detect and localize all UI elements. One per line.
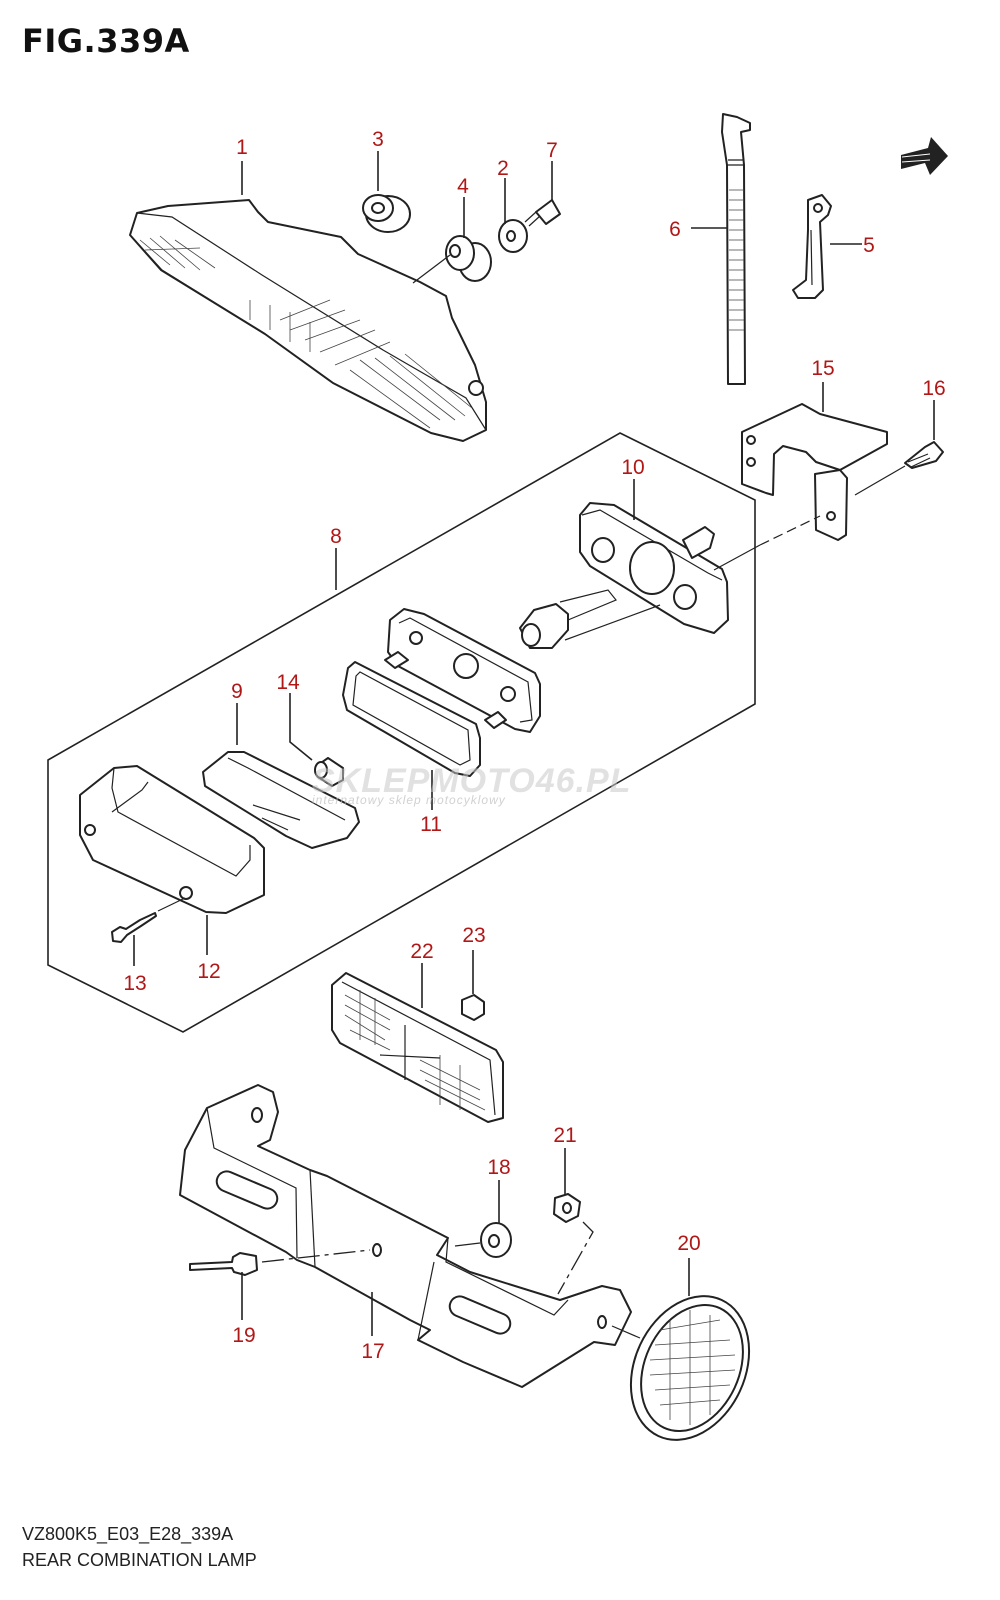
callout-6: 6	[669, 218, 681, 241]
figure-title: FIG.339A	[22, 22, 190, 60]
callout-11: 11	[420, 813, 442, 836]
part-19-rivet	[189, 1249, 371, 1276]
callout-18: 18	[487, 1156, 510, 1179]
callout-9: 9	[231, 680, 243, 703]
part-12-license-lamp-lens	[79, 765, 265, 914]
figure-name: REAR COMBINATION LAMP	[22, 1550, 257, 1570]
front-direction-arrow-icon	[901, 137, 948, 175]
callout-16: 16	[922, 377, 945, 400]
part-23-nut	[461, 994, 485, 1021]
part-20-round-reflector	[611, 1295, 751, 1441]
lamp-housing	[384, 608, 541, 733]
part-18-washer	[454, 1222, 512, 1258]
callout-13: 13	[123, 972, 146, 995]
leader-lines	[133, 151, 935, 1336]
watermark-tagline: internatowy sklep motocyklowy	[312, 793, 506, 807]
callout-12: 12	[197, 960, 220, 983]
part-4-grommet	[412, 235, 492, 284]
callout-20: 20	[677, 1232, 700, 1255]
callout-22: 22	[410, 940, 433, 963]
callout-4: 4	[457, 175, 469, 198]
part-21-nut	[553, 1193, 594, 1295]
part-2-washer	[498, 219, 528, 253]
part-8-assembly-box	[47, 432, 756, 1033]
part-7-screw	[524, 199, 561, 227]
callout-labels: 1 2 3 4 5 6 7 8 9 10 11 12 13 14 15 16 1…	[123, 128, 945, 1363]
callout-10: 10	[621, 456, 644, 479]
part-15-bracket	[741, 403, 888, 541]
part-17-license-bracket	[179, 1084, 632, 1388]
part-11-gasket	[342, 661, 481, 777]
part-3-grommet	[362, 194, 411, 233]
callout-23: 23	[462, 924, 485, 947]
part-13-screw	[111, 897, 186, 943]
part-22-reflector	[331, 972, 504, 1123]
callout-7: 7	[546, 139, 558, 162]
callout-17: 17	[361, 1340, 384, 1363]
model-code: VZ800K5_E03_E28_339A	[22, 1524, 234, 1544]
callout-8: 8	[330, 525, 342, 548]
part-5-clamp	[792, 194, 832, 299]
part-1-tail-lamp	[129, 199, 487, 442]
callout-5: 5	[863, 234, 875, 257]
callout-14: 14	[276, 671, 300, 694]
callout-2: 2	[497, 157, 509, 180]
callout-15: 15	[811, 357, 834, 380]
part-10-base-plate	[579, 502, 821, 634]
part-9-reflector	[202, 751, 360, 849]
bulb-socket	[519, 589, 661, 649]
watermark-logo: SKLEPMOTO46.PL	[312, 762, 632, 800]
part-6-cable-tie	[721, 113, 751, 385]
callout-19: 19	[232, 1324, 255, 1347]
part-14-bulb	[314, 757, 344, 787]
part-16-screw	[854, 441, 944, 496]
callout-21: 21	[553, 1124, 576, 1147]
callout-3: 3	[372, 128, 384, 151]
callout-1: 1	[236, 136, 248, 159]
